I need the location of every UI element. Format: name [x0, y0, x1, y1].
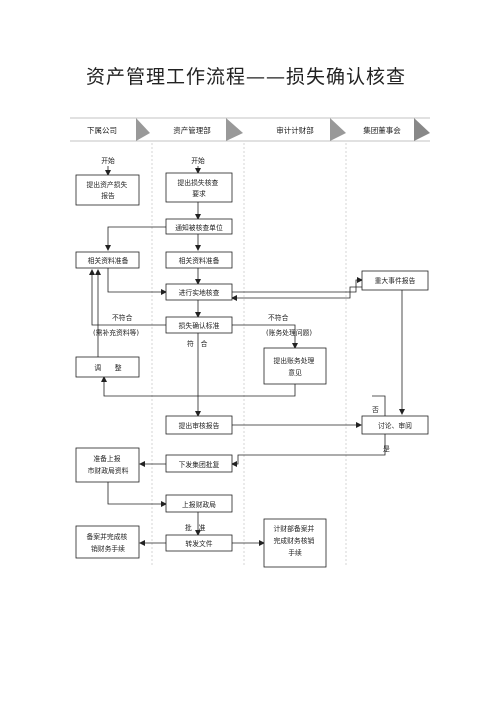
node-onsite-check [165, 283, 233, 301]
lane-label-subsidiary: 下属公司 [87, 126, 117, 135]
node-issue-approval-text: 下发集团批复 [179, 460, 220, 469]
node-major-event-report-text: 重大事件报告 [375, 276, 416, 285]
edge-labels: 不符合 (需补充资料等) 不符合 (账务处理问题) 符 合 否 是 批 准 [93, 313, 390, 532]
lane-arrow-3 [330, 118, 346, 141]
node-adjust-text: 调 整 [94, 363, 121, 372]
edge-label-no: 否 [372, 406, 379, 414]
lane-label-asset-mgmt: 资产管理部 [173, 125, 211, 135]
node-loss-check-request [165, 172, 233, 203]
node-asset-loss-report-text: 提出资产损失 报告 [87, 180, 130, 200]
edge-label-not-ok-left: 不符合 [112, 313, 133, 322]
node-prep-docs-asset [165, 251, 233, 269]
node-asset-loss-report-line2: 报告 [101, 191, 115, 200]
node-accounting-opinion-text: 提出账务处理 意见 [274, 356, 317, 377]
node-asset-loss-report [75, 174, 140, 206]
node-texts: 提出资产损失 报告 提出损失核查 要求 通知被核查单位 相关资料准备 相关资料准… [87, 178, 416, 557]
lane-arrow-4 [414, 118, 430, 141]
node-submit-finance-bureau-text: 上报财政局 [182, 500, 216, 509]
node-finance-file-writeoff-line2: 完成财务核销 [274, 536, 315, 545]
lane-label-board: 集团董事会 [363, 125, 401, 135]
node-major-event-report [361, 270, 429, 291]
node-finance-file-writeoff [263, 518, 327, 568]
node-review-text: 讨论、审阅 [378, 421, 412, 430]
nodes [75, 172, 429, 568]
node-audit-report-text: 提出审核报告 [179, 421, 220, 430]
node-adjust [75, 356, 140, 378]
node-file-and-writeoff [75, 525, 140, 559]
lane-arrow-2 [226, 118, 243, 141]
node-loss-criteria-text: 损失确认标准 [179, 321, 220, 330]
start-label-asset-mgmt: 开始 [191, 156, 205, 165]
lane-header: 下属公司 资产管理部 审计计财部 集团董事会 [70, 117, 430, 142]
start-label-subsidiary: 开始 [101, 156, 115, 165]
edge-label-ok: 符 合 [187, 339, 208, 348]
node-accounting-opinion-line1: 提出账务处理 [274, 356, 315, 365]
node-audit-report [165, 415, 233, 435]
connectors [89, 166, 405, 546]
node-prep-docs-subsidiary [75, 251, 140, 269]
node-onsite-check-text: 进行实地核查 [179, 288, 220, 297]
node-loss-check-request-text: 提出损失核查 要求 [178, 178, 221, 198]
node-submit-finance-bureau [165, 494, 233, 513]
node-prepare-submission [75, 447, 140, 483]
node-asset-loss-report-line1: 提出资产损失 [87, 180, 128, 189]
node-accounting-opinion [263, 347, 327, 385]
node-loss-check-request-line1: 提出损失核查 [178, 178, 219, 187]
node-loss-criteria [165, 316, 233, 334]
node-loss-check-request-line2: 要求 [192, 189, 206, 198]
node-file-and-writeoff-text: 备案并完成核 销财务手续 [87, 532, 130, 553]
node-issue-approval [165, 454, 233, 473]
node-file-and-writeoff-line1: 备案并完成核 [87, 532, 128, 541]
node-prep-docs-asset-text: 相关资料准备 [179, 256, 220, 265]
node-accounting-opinion-line2: 意见 [288, 368, 302, 377]
node-notify-unit-text: 通知被核查单位 [175, 223, 223, 232]
node-prepare-submission-line1: 准备上报 [93, 454, 120, 463]
node-finance-file-writeoff-text: 计财部备案并 完成财务核销 手续 [274, 524, 317, 557]
edge-label-account-issue: (账务处理问题) [266, 328, 312, 337]
lane-label-audit-finance: 审计计财部 [276, 125, 314, 135]
edge-label-not-ok-right: 不符合 [268, 313, 289, 322]
node-forward-docs-text: 转发文件 [185, 539, 212, 548]
page-title: 资产管理工作流程——损失确认核查 [86, 66, 407, 88]
node-forward-docs [165, 534, 233, 552]
node-file-and-writeoff-line2: 销财务手续 [91, 544, 125, 553]
node-finance-file-writeoff-line3: 手续 [288, 548, 302, 557]
node-finance-file-writeoff-line1: 计财部备案并 [274, 524, 315, 533]
node-notify-unit [165, 218, 233, 235]
edge-label-approve: 批 准 [185, 523, 206, 532]
node-prep-docs-subsidiary-text: 相关资料准备 [88, 256, 129, 265]
node-review [361, 415, 429, 435]
edge-label-need-more: (需补充资料等) [93, 328, 139, 337]
edge-label-yes: 是 [383, 445, 390, 453]
node-prepare-submission-text: 准备上报 市财政局资料 [88, 454, 129, 475]
lane-arrow-1 [136, 118, 150, 141]
node-prepare-submission-line2: 市财政局资料 [88, 466, 129, 475]
